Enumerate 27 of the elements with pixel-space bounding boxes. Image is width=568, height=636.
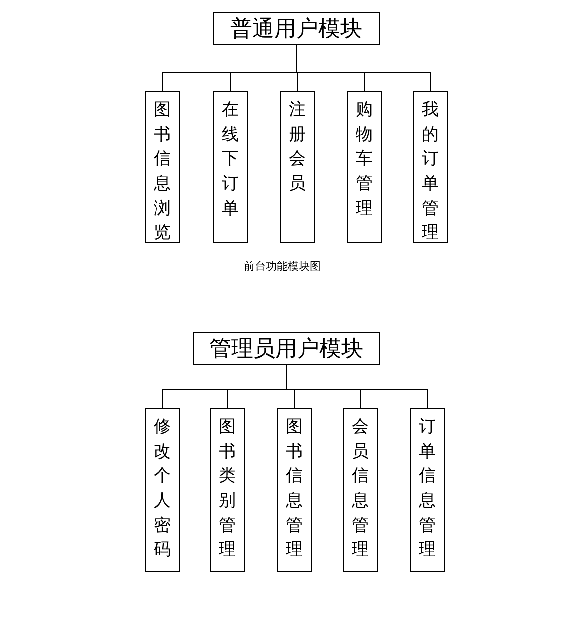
module-label: 会员信息管理 [352, 416, 369, 562]
module-label: 购物车管理 [356, 99, 373, 221]
module-box [410, 408, 445, 572]
module-box [347, 91, 382, 243]
diagram-caption: 前台功能模块图 [244, 259, 321, 274]
connector-line [296, 44, 431, 92]
module-box [413, 91, 448, 243]
module-label: 我的订单管理 [422, 99, 439, 242]
module-box [213, 91, 248, 243]
module-box [280, 91, 315, 243]
module-label: 图书信息浏览 [154, 99, 171, 242]
module-label: 图书信息管理 [286, 416, 303, 562]
module-label: 管理员用户模块 [210, 336, 364, 364]
module-box [145, 408, 180, 572]
module-box [213, 12, 380, 45]
module-box [193, 332, 380, 365]
module-box [145, 91, 180, 243]
module-label: 订单信息管理 [419, 416, 436, 562]
module-label: 注册会员 [289, 99, 306, 196]
connector-line [286, 364, 428, 408]
module-label: 图书类别管理 [219, 416, 236, 562]
module-label: 在线下订单 [222, 99, 239, 221]
module-box [343, 408, 378, 572]
module-box [277, 408, 312, 572]
module-box [210, 408, 245, 572]
module-label: 修改个人密码 [154, 416, 171, 562]
module-label: 普通用户模块 [230, 16, 362, 44]
